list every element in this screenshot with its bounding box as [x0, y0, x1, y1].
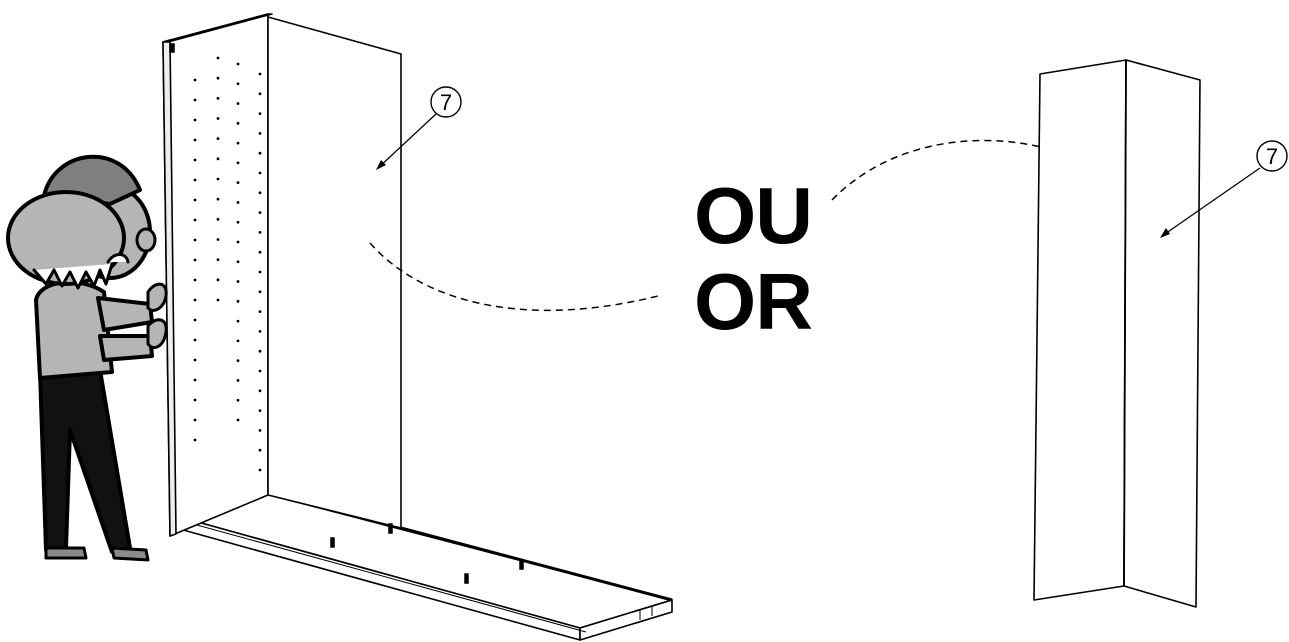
shelf-pin-hole	[258, 330, 262, 333]
shelf-pin-hole	[193, 378, 197, 382]
shelf-pin-hole	[258, 290, 262, 294]
cabinet-frame-icon	[162, 13, 673, 641]
shelf-pin-hole	[258, 389, 262, 393]
shelf-pin-hole	[258, 409, 262, 412]
part-callout-right: 7	[1160, 140, 1288, 238]
shelf-pin-hole	[193, 358, 197, 362]
base-screws	[169, 43, 524, 584]
shelf-pin-hole	[236, 181, 240, 185]
shelf-pin-hole	[258, 448, 262, 452]
dashed-connector-left	[369, 242, 659, 312]
shelf-pin-hole	[216, 157, 220, 161]
shelf-pin-hole	[236, 62, 240, 66]
shelf-pin-hole	[258, 468, 262, 472]
part-number-left: 7	[440, 90, 452, 115]
shelf-pin-hole	[236, 260, 240, 264]
shelf-pin-hole	[236, 359, 240, 363]
shelf-pin-hole	[216, 177, 220, 181]
shelf-pin-hole	[193, 118, 197, 122]
shelf-pin-hole	[193, 98, 197, 102]
shelf-pin-hole	[216, 298, 220, 302]
corner-panel-icon	[1033, 59, 1201, 608]
shelf-pin-hole	[216, 278, 220, 282]
shelf-pin-hole	[258, 369, 262, 373]
shelf-pin-hole	[236, 339, 240, 343]
shelf-pin-hole	[236, 379, 240, 382]
shelf-pin-hole	[258, 92, 262, 96]
shelf-pin-hole	[236, 240, 240, 244]
shelf-pin-hole	[193, 318, 197, 322]
shelf-pin-hole	[258, 231, 262, 234]
shelf-pin-hole	[258, 171, 262, 175]
shelf-pin-hole	[236, 141, 240, 145]
shelf-pin-hole	[193, 418, 197, 422]
shelf-pin-hole	[236, 121, 240, 125]
shelf-pin-hole	[236, 418, 240, 422]
option-label-ou: OU	[694, 171, 813, 260]
option-label-or: OR	[694, 257, 813, 346]
shelf-pin-hole	[258, 72, 262, 76]
shelf-pin-hole	[193, 278, 197, 282]
shelf-pin-hole	[236, 398, 240, 402]
shelf-pin-hole	[216, 76, 220, 80]
shelf-pin-hole	[258, 151, 262, 155]
shelf-pin-hole	[216, 117, 220, 120]
shelf-pin-hole	[216, 56, 220, 60]
shelf-pin-hole	[236, 161, 240, 165]
shelf-pin-hole	[236, 319, 240, 323]
shelf-pin-hole	[236, 201, 240, 204]
shelf-pin-hole	[193, 178, 197, 182]
shelf-pin-hole	[258, 270, 262, 274]
shelf-pin-hole	[236, 102, 240, 105]
shelf-pin-hole	[258, 191, 262, 195]
shelf-pin-hole	[193, 78, 197, 82]
shelf-pin-hole	[216, 238, 220, 241]
shelf-pin-hole	[193, 138, 197, 142]
shelf-pin-holes	[193, 56, 262, 472]
shelf-pin-hole	[258, 112, 262, 115]
shelf-pin-hole	[216, 197, 220, 201]
shelf-pin-hole	[193, 338, 197, 342]
shelf-pin-hole	[193, 258, 197, 262]
shelf-pin-hole	[258, 211, 262, 215]
shelf-pin-hole	[193, 158, 197, 162]
shelf-pin-hole	[216, 217, 220, 221]
part-number-right: 7	[1266, 144, 1278, 169]
shelf-pin-hole	[258, 310, 262, 313]
shelf-pin-hole	[193, 298, 197, 302]
shelf-pin-hole	[236, 299, 240, 303]
shelf-pin-hole	[236, 280, 240, 283]
shelf-pin-hole	[193, 218, 197, 222]
shelf-pin-hole	[258, 250, 262, 254]
shelf-pin-hole	[216, 96, 220, 100]
dashed-connector-right	[831, 139, 1075, 201]
shelf-pin-hole	[258, 349, 262, 353]
shelf-pin-hole	[193, 198, 197, 202]
shelf-pin-hole	[258, 132, 262, 135]
shelf-pin-hole	[193, 398, 197, 402]
shelf-pin-hole	[236, 220, 240, 224]
shelf-pin-hole	[216, 258, 220, 262]
shelf-pin-hole	[193, 238, 197, 242]
shelf-pin-hole	[216, 137, 220, 141]
shelf-pin-hole	[258, 429, 262, 432]
assembler-person-icon	[6, 154, 168, 562]
shelf-pin-hole	[193, 438, 197, 442]
part-callout-left: 7	[376, 86, 462, 170]
shelf-pin-hole	[236, 82, 240, 86]
